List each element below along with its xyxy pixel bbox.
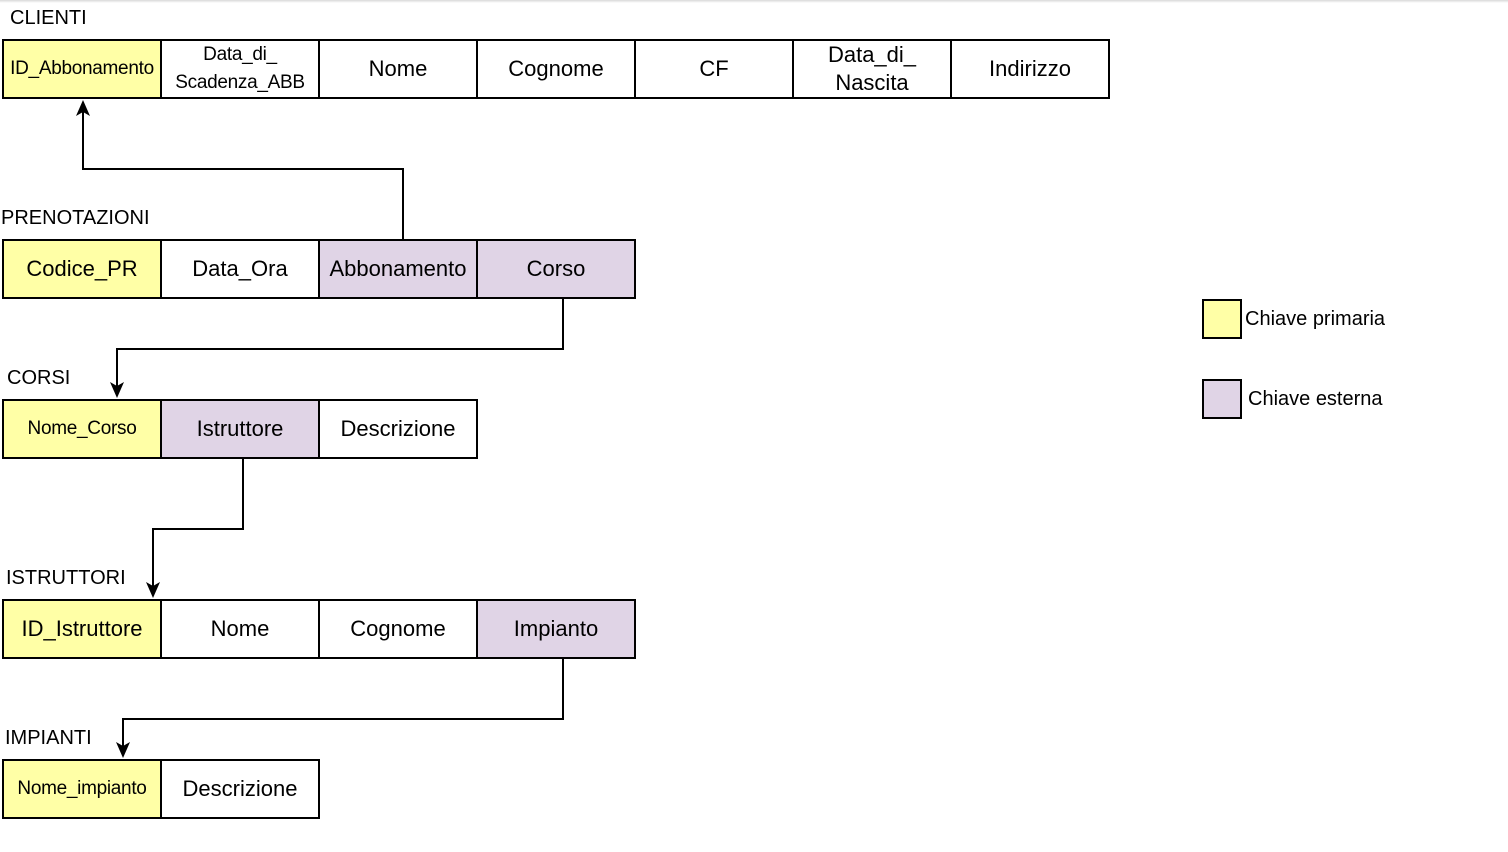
field-data-di-nascita: Data_di_ Nascita xyxy=(792,39,952,99)
arrowhead-nome-impianto xyxy=(116,742,130,758)
field-cognome: Cognome xyxy=(318,599,478,659)
table-clienti: ID_Abbonamento Data_di_ Scadenza_ABB Nom… xyxy=(2,39,1110,99)
table-title-istruttori: ISTRUTTORI xyxy=(6,567,126,589)
table-impianti: Nome_impianto Descrizione xyxy=(2,759,320,819)
field-nome-corso: Nome_Corso xyxy=(2,399,162,459)
field-data-ora: Data_Ora xyxy=(160,239,320,299)
field-impianto: Impianto xyxy=(476,599,636,659)
field-abbonamento: Abbonamento xyxy=(318,239,478,299)
table-title-prenotazioni: PRENOTAZIONI xyxy=(1,207,150,229)
field-indirizzo: Indirizzo xyxy=(950,39,1110,99)
field-data-di-scadenza-abb: Data_di_ Scadenza_ABB xyxy=(160,39,320,99)
table-title-clienti: CLIENTI xyxy=(10,7,87,29)
arrowhead-id-abbonamento xyxy=(76,100,90,116)
field-id-istruttore: ID_Istruttore xyxy=(2,599,162,659)
field-istruttore: Istruttore xyxy=(160,399,320,459)
field-nome: Nome xyxy=(160,599,320,659)
legend-foreign-key-swatch xyxy=(1202,379,1242,419)
legend-primary-key-swatch xyxy=(1202,299,1242,339)
arrow-istruttore-to-id-istruttore xyxy=(152,459,244,590)
field-cognome: Cognome xyxy=(476,39,636,99)
field-codice-pr: Codice_PR xyxy=(2,239,162,299)
table-title-impianti: IMPIANTI xyxy=(5,727,92,749)
field-nome: Nome xyxy=(318,39,478,99)
arrow-impianto-to-nome-impianto xyxy=(122,659,564,750)
arrowhead-nome-corso xyxy=(110,382,124,398)
arrow-abbonamento-to-id-abbonamento xyxy=(82,108,404,239)
field-nome-impianto: Nome_impianto xyxy=(2,759,162,819)
top-shadow xyxy=(0,0,1508,3)
arrow-corso-to-nome-corso xyxy=(116,299,564,390)
field-descrizione: Descrizione xyxy=(318,399,478,459)
field-corso: Corso xyxy=(476,239,636,299)
table-istruttori: ID_Istruttore Nome Cognome Impianto xyxy=(2,599,636,659)
table-title-corsi: CORSI xyxy=(7,367,71,389)
legend-primary-key-label: Chiave primaria xyxy=(1245,308,1386,330)
arrowhead-id-istruttore xyxy=(146,582,160,598)
field-descrizione: Descrizione xyxy=(160,759,320,819)
table-corsi: Nome_Corso Istruttore Descrizione xyxy=(2,399,478,459)
field-cf: CF xyxy=(634,39,794,99)
table-prenotazioni: Codice_PR Data_Ora Abbonamento Corso xyxy=(2,239,636,299)
legend-foreign-key-label: Chiave esterna xyxy=(1248,388,1383,410)
